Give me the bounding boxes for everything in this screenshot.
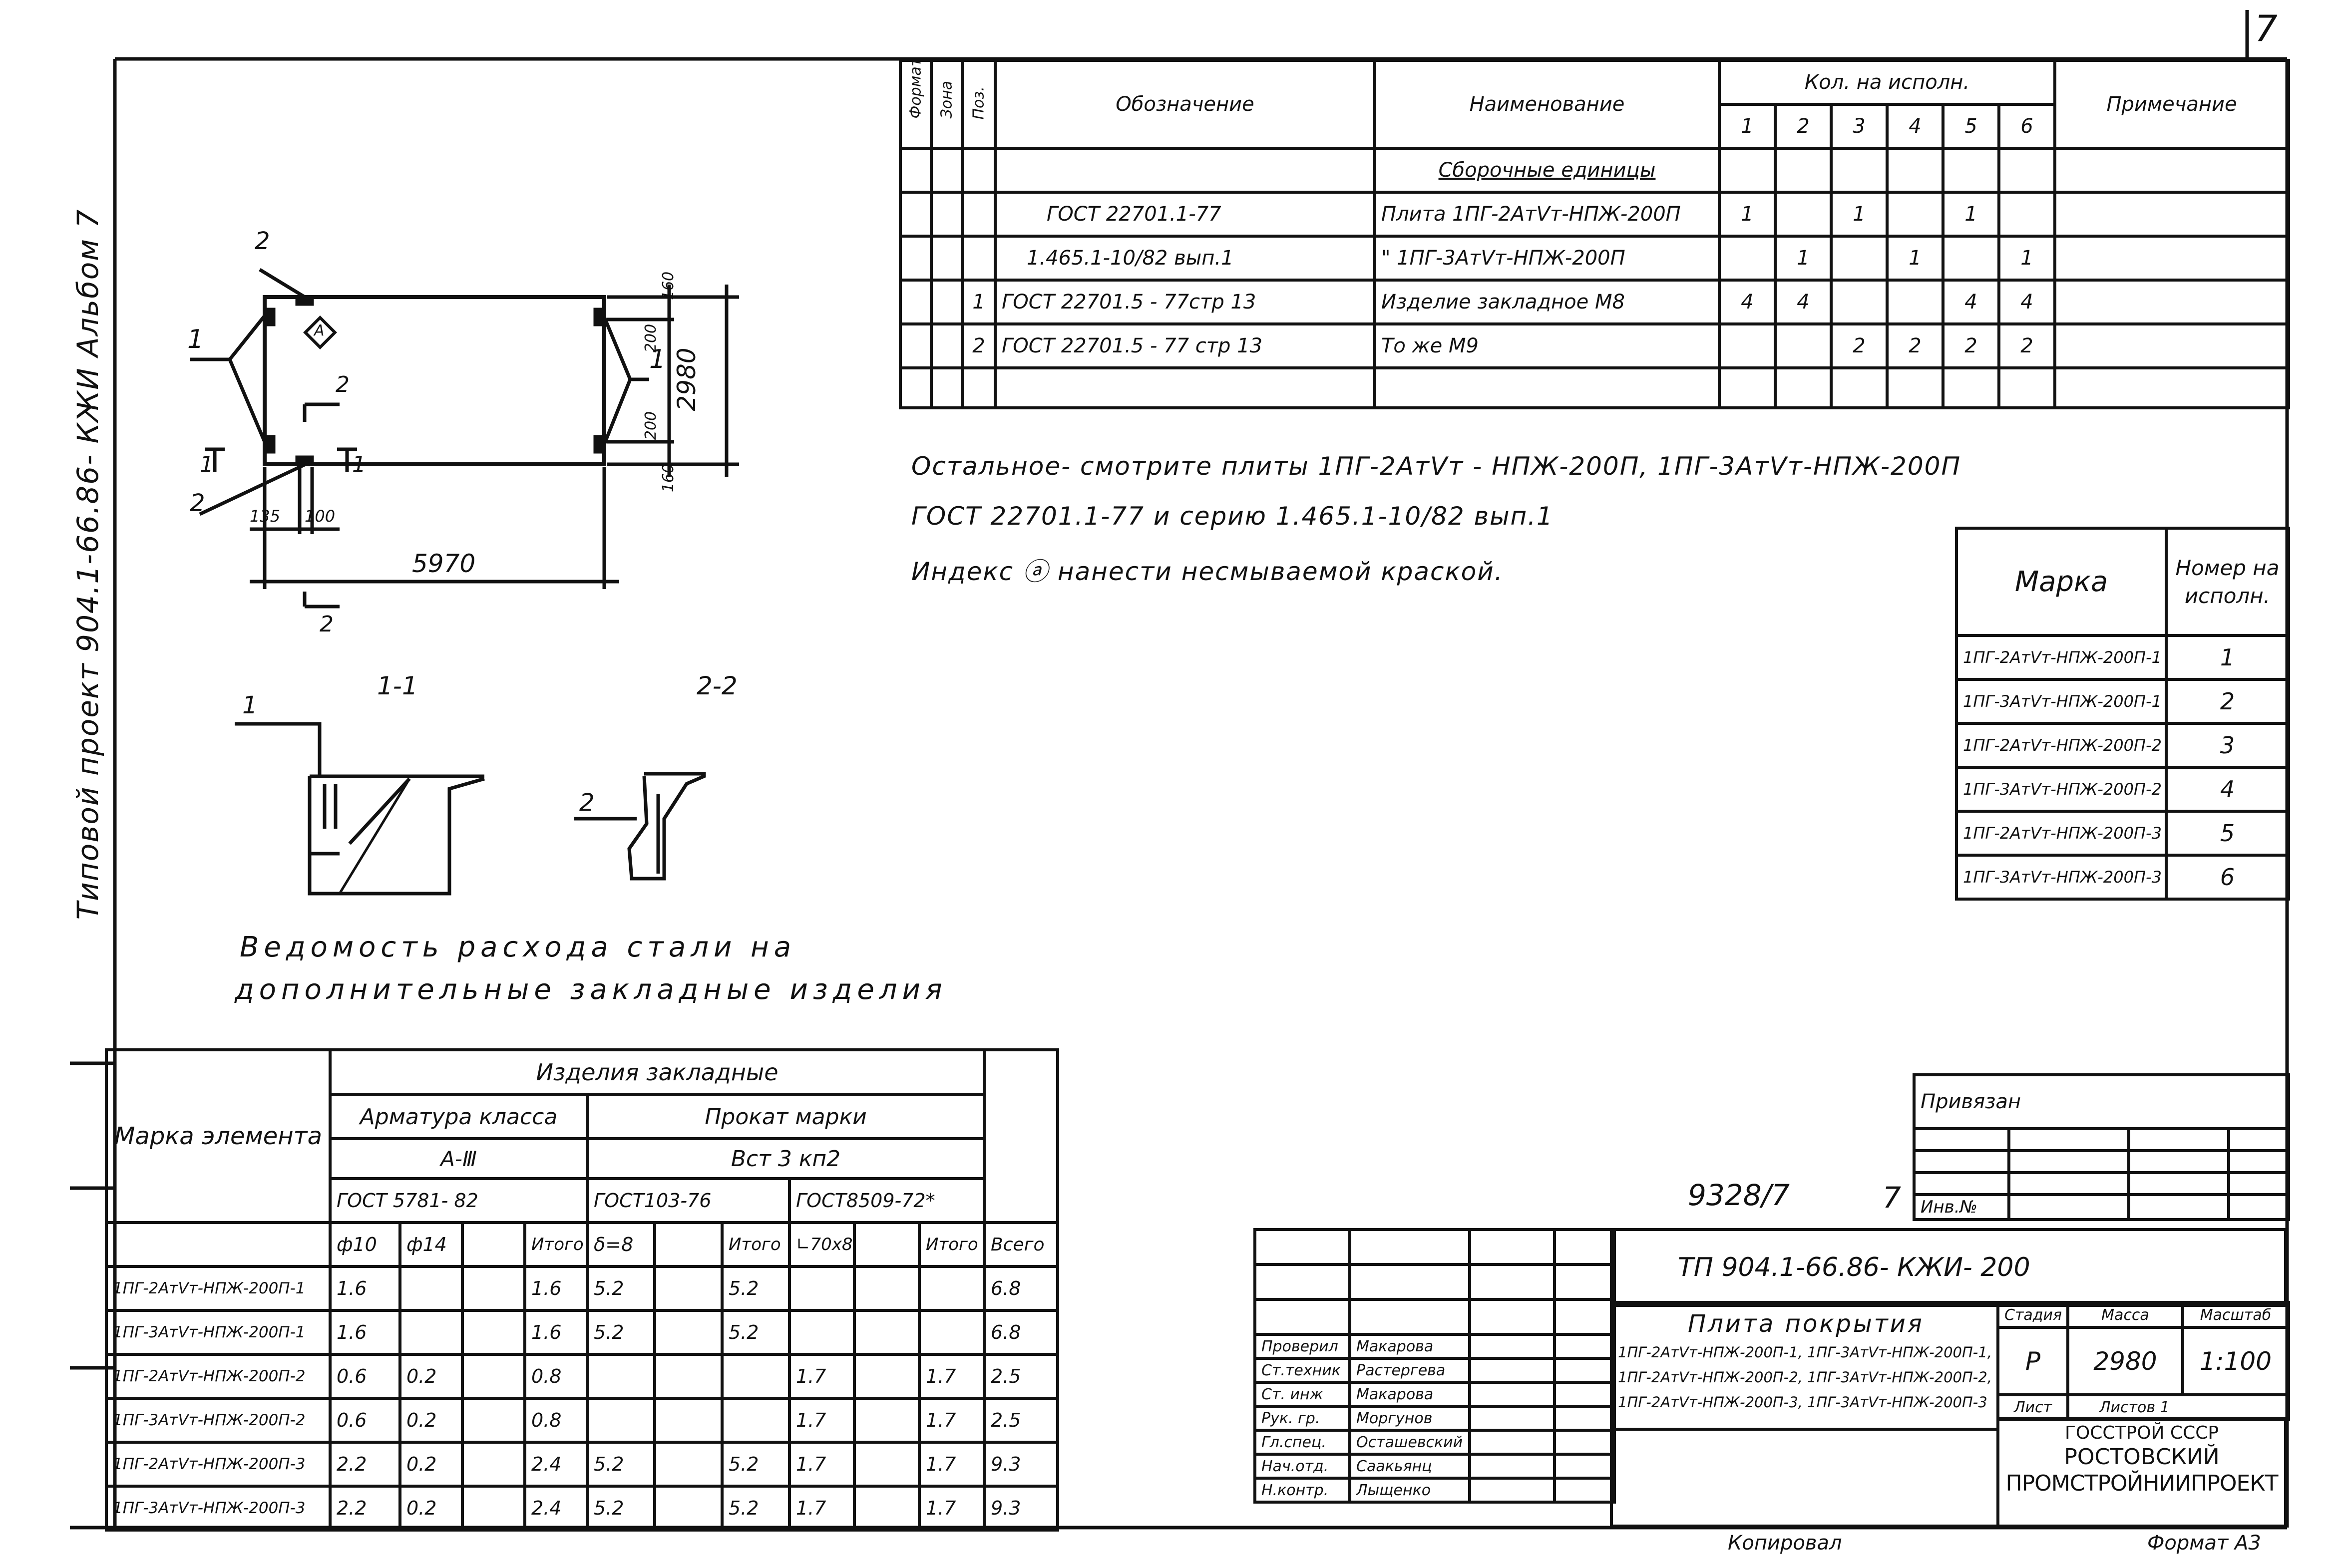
specification-table: Формат Зона Поз. Обозначение Наименовани… [899,59,2291,409]
doc-empty [1610,1428,1999,1528]
staff-row: Гл.спец.Осташевский [1253,1429,1616,1456]
qty-col-6: 6 [1997,103,2057,150]
spec-header-designation: Обозначение [994,59,1376,150]
staff-row: Нач.отд.Саакьянц [1253,1453,1616,1480]
note-line-1: Остальное- смотрите плиты 1ПГ-2АтⅤт - НП… [911,452,1961,481]
callout-1-left: 1 [187,324,204,354]
spec-section-title: Сборочные единицы [1373,147,1721,194]
code-block: ТП 904.1-66.86- КЖИ- 200 [1610,1228,2287,1307]
qty-col-3: 3 [1830,103,1889,150]
spec-row: 1 ГОСТ 22701.5 - 77стр 13 Изделие заклад… [899,279,2291,325]
staff-row: Рук. гр.Моргунов [1253,1405,1616,1432]
section-mark-1b: 1 [352,452,366,477]
callout-1-right: 1 [649,344,666,374]
dim-height: 2980 [672,347,701,411]
section-mark-2: 2 [336,372,350,397]
dim-200-bottom: 200 [642,411,660,440]
section-title-1-1: 1-1 [377,671,418,700]
section-title-2-2: 2-2 [697,671,738,700]
steel-title-1: Ведомость расхода стали на [240,931,796,963]
dim-width: 5970 [412,549,476,578]
callout-2-top: 2 [255,227,270,255]
qty-col-4: 4 [1886,103,1945,150]
stage-mass-scale: Стадия Масса Масштаб Р 2980 1:100 Лист Л… [1996,1301,2290,1421]
doc-description: Плита покрытия 1ПГ-2АтⅤт-НПЖ-200П-1, 1ПГ… [1610,1301,1999,1431]
note-line-3: Индекс ⓐ нанести несмываемой краской. [911,557,1504,586]
dim-160-top: 160 [660,271,678,301]
qty-col-2: 2 [1774,103,1833,150]
section-1-callout: 1 [242,691,258,719]
spec-header-zone: Зона [930,59,964,150]
dim-135: 135 [250,507,281,526]
sheet-number: 7 [2255,7,2278,49]
spec-header-pos: Поз. [961,59,997,150]
qty-col-1: 1 [1718,103,1777,150]
steel-header-items: Изделия закладные [329,1048,986,1096]
steel-header-mark: Марка элемента [105,1048,332,1224]
spec-header-format: Формат [899,59,933,150]
organization: ГОССТРОЙ СССР РОСТОВСКИЙ ПРОМСТРОЙНИИПРО… [1996,1417,2287,1528]
note-line-2: ГОСТ 22701.1-77 и серию 1.465.1-10/82 вы… [911,502,1554,531]
dim-100: 100 [305,507,336,526]
spec-row: 1.465.1-10/82 вып.1 " 1ПГ-3АтⅤт-НПЖ-200П… [899,235,2291,282]
steel-table: Марка элемента Изделия закладные Арматур… [105,1048,1059,1532]
section-2-callout: 2 [579,789,595,817]
format-label: Формат А3 [2147,1532,2261,1555]
archive-number: 9328/7 [1688,1178,1790,1212]
dim-200-top: 200 [642,323,660,353]
section-mark-1a: 1 [200,452,214,477]
index-mark: А [314,322,325,339]
copied-label: Копировал [1728,1532,1842,1555]
spec-header-qty: Кол. на исполн. [1717,59,2057,106]
steel-title-2: дополнительные закладные изделия [235,973,947,1006]
staff-row: Н.контр.Лыщенко [1253,1477,1616,1504]
dim-160-bottom: 160 [660,463,678,493]
spec-header-note: Примечание [2053,59,2291,150]
qty-col-5: 5 [1942,103,2000,150]
spec-row: ГОСТ 22701.1-77 Плита 1ПГ-2АтⅤт-НПЖ-200П… [899,191,2291,238]
callout-2-bottom: 2 [190,489,205,517]
section-mark-2b: 2 [320,612,334,637]
side-stamp: Типовой проект 904.1-66.86- КЖИ Альбом 7 [71,208,105,920]
spec-header-name: Наименование [1373,59,1721,150]
marks-table: Марка Номер на исполн. 1ПГ-2АтⅤт-НПЖ-200… [1955,527,2290,901]
archive-sheet: 7 [1883,1181,1901,1215]
linked-block: Привязан Инв.№ [1912,1073,2291,1221]
